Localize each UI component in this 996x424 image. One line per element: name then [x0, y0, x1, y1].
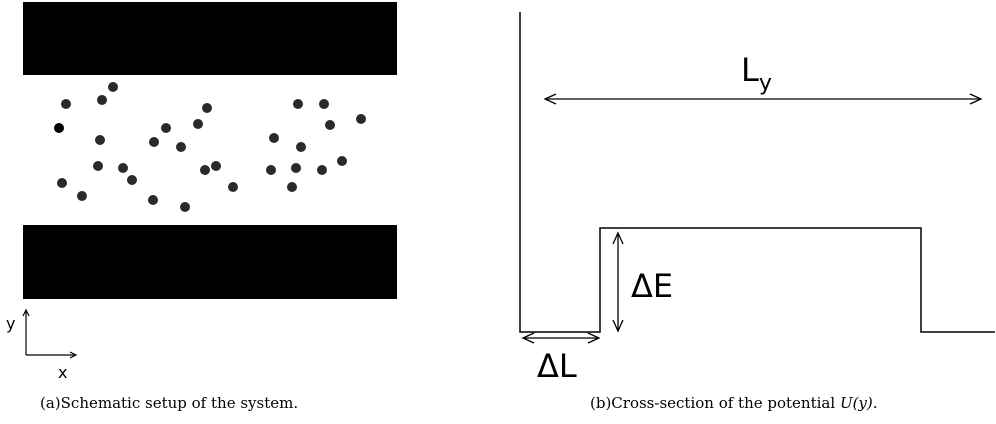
- particle: [193, 119, 203, 129]
- delta-l-label: ΔL: [537, 347, 577, 385]
- particle: [293, 99, 303, 109]
- ly-label: Ly: [741, 51, 772, 96]
- particle: [108, 82, 118, 92]
- particle: [200, 165, 210, 175]
- particle: [54, 123, 64, 133]
- particle: [176, 142, 186, 152]
- caption-a: (a)Schematic setup of the system.: [40, 394, 299, 412]
- particle: [118, 163, 128, 173]
- x-axis-label: x: [58, 363, 67, 382]
- ly-arrow: [543, 93, 983, 105]
- particle: [149, 137, 159, 147]
- delta-e-label: ΔE: [631, 267, 673, 305]
- particle: [269, 133, 279, 143]
- particle: [337, 156, 347, 166]
- particle: [148, 195, 158, 205]
- particle: [291, 163, 301, 173]
- particle: [319, 99, 329, 109]
- delta-e-arrow: [612, 231, 624, 333]
- particle: [287, 182, 297, 192]
- particle: [228, 182, 238, 192]
- particle: [266, 165, 276, 175]
- particle: [97, 95, 107, 105]
- particle: [127, 175, 137, 185]
- particle: [77, 191, 87, 201]
- axes-indicator: [22, 308, 78, 359]
- particle: [202, 103, 212, 113]
- particle: [93, 161, 103, 171]
- particle: [211, 161, 221, 171]
- caption-b-text: (b)Cross-section of the potential: [590, 394, 840, 412]
- particle: [57, 178, 67, 188]
- caption-b: (b)Cross-section of the potential U(y).: [590, 394, 878, 412]
- particle: [325, 120, 335, 130]
- delta-l-arrow: [521, 332, 601, 344]
- particle: [317, 165, 327, 175]
- particle: [61, 99, 71, 109]
- particle: [296, 142, 306, 152]
- top-wall: [23, 2, 397, 75]
- particles: [54, 82, 366, 212]
- bottom-wall: [23, 225, 397, 299]
- particle: [356, 114, 366, 124]
- particle: [180, 202, 190, 212]
- y-axis-label: y: [6, 314, 15, 333]
- potential-curve: [519, 12, 995, 333]
- caption-b-math: U(y).: [839, 394, 878, 412]
- particle: [161, 123, 171, 133]
- particle: [95, 135, 105, 145]
